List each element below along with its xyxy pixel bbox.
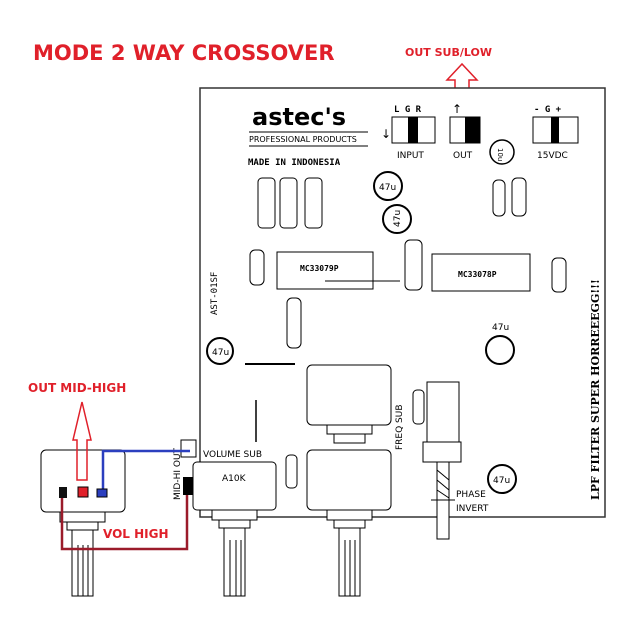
out-mid-high-arrow-icon	[72, 401, 92, 481]
pcb-board	[199, 87, 606, 518]
signal-wire	[101, 449, 190, 490]
cap-10u-label: 10u	[496, 148, 504, 161]
cap-47u-label: 47u	[379, 183, 396, 193]
mid-hi-out-pad	[180, 439, 197, 458]
volume-sub-pot	[192, 461, 277, 511]
input-label: INPUT	[397, 151, 424, 161]
out-connector	[449, 116, 481, 144]
up-arrow-icon: ↑	[452, 102, 462, 116]
phase-label: PHASE	[456, 490, 486, 500]
cap-47u-label: 47u	[493, 476, 510, 486]
made-in-label: MADE IN INDONESIA	[248, 158, 341, 168]
pin-output	[77, 486, 89, 498]
power-pins-label: - G +	[534, 105, 562, 115]
input-connector	[391, 116, 436, 144]
brand-subtitle: PROFESSIONAL PRODUCTS	[249, 135, 357, 144]
phase-switch[interactable]	[422, 381, 462, 540]
out-mid-high-label: OUT MID-HIGH	[28, 381, 126, 395]
side-slogan: LPF FILTER SUPER HORREEEGG!!!	[589, 279, 602, 500]
cap-47u-label: 47u	[212, 348, 229, 358]
vol-high-pot	[40, 449, 126, 513]
invert-label: INVERT	[456, 504, 489, 514]
model-label: AST-01SF	[210, 272, 220, 315]
cap-47u-label: 47u	[393, 210, 403, 227]
ic-chip-2	[431, 253, 531, 292]
pin-input	[96, 488, 108, 498]
pot-shafts	[59, 509, 373, 597]
capacitor-10u	[489, 139, 515, 165]
ic-chip-1	[276, 251, 374, 290]
volume-sub-label: VOLUME SUB	[203, 450, 262, 460]
cap-47u-label: 47u	[492, 323, 509, 333]
pot-value-label: A10K	[222, 474, 247, 484]
freq-sub-pot	[306, 364, 392, 426]
power-connector	[532, 116, 579, 144]
pot-3	[306, 449, 392, 511]
ic2-label: MC33078P	[458, 270, 497, 279]
power-label: 15VDC	[537, 151, 568, 161]
pin-ground	[59, 487, 67, 498]
diagram-title: MODE 2 WAY CROSSOVER	[33, 41, 335, 65]
ground-wire	[60, 495, 189, 551]
mid-hi-out-label: MID-HI OUT	[173, 447, 183, 500]
ic1-label: MC33079P	[300, 264, 339, 273]
out-sub-low-label: OUT SUB/LOW	[405, 46, 492, 59]
out-label: OUT	[453, 151, 473, 161]
vol-high-label: VOL HIGH	[103, 527, 169, 541]
brand-logo: astec's	[252, 103, 346, 131]
input-pins-label: L G R	[394, 105, 422, 115]
down-arrow-icon: ↓	[381, 127, 391, 141]
capacitor-47u	[206, 171, 517, 494]
freq-sub-label: FREQ SUB	[395, 404, 405, 450]
